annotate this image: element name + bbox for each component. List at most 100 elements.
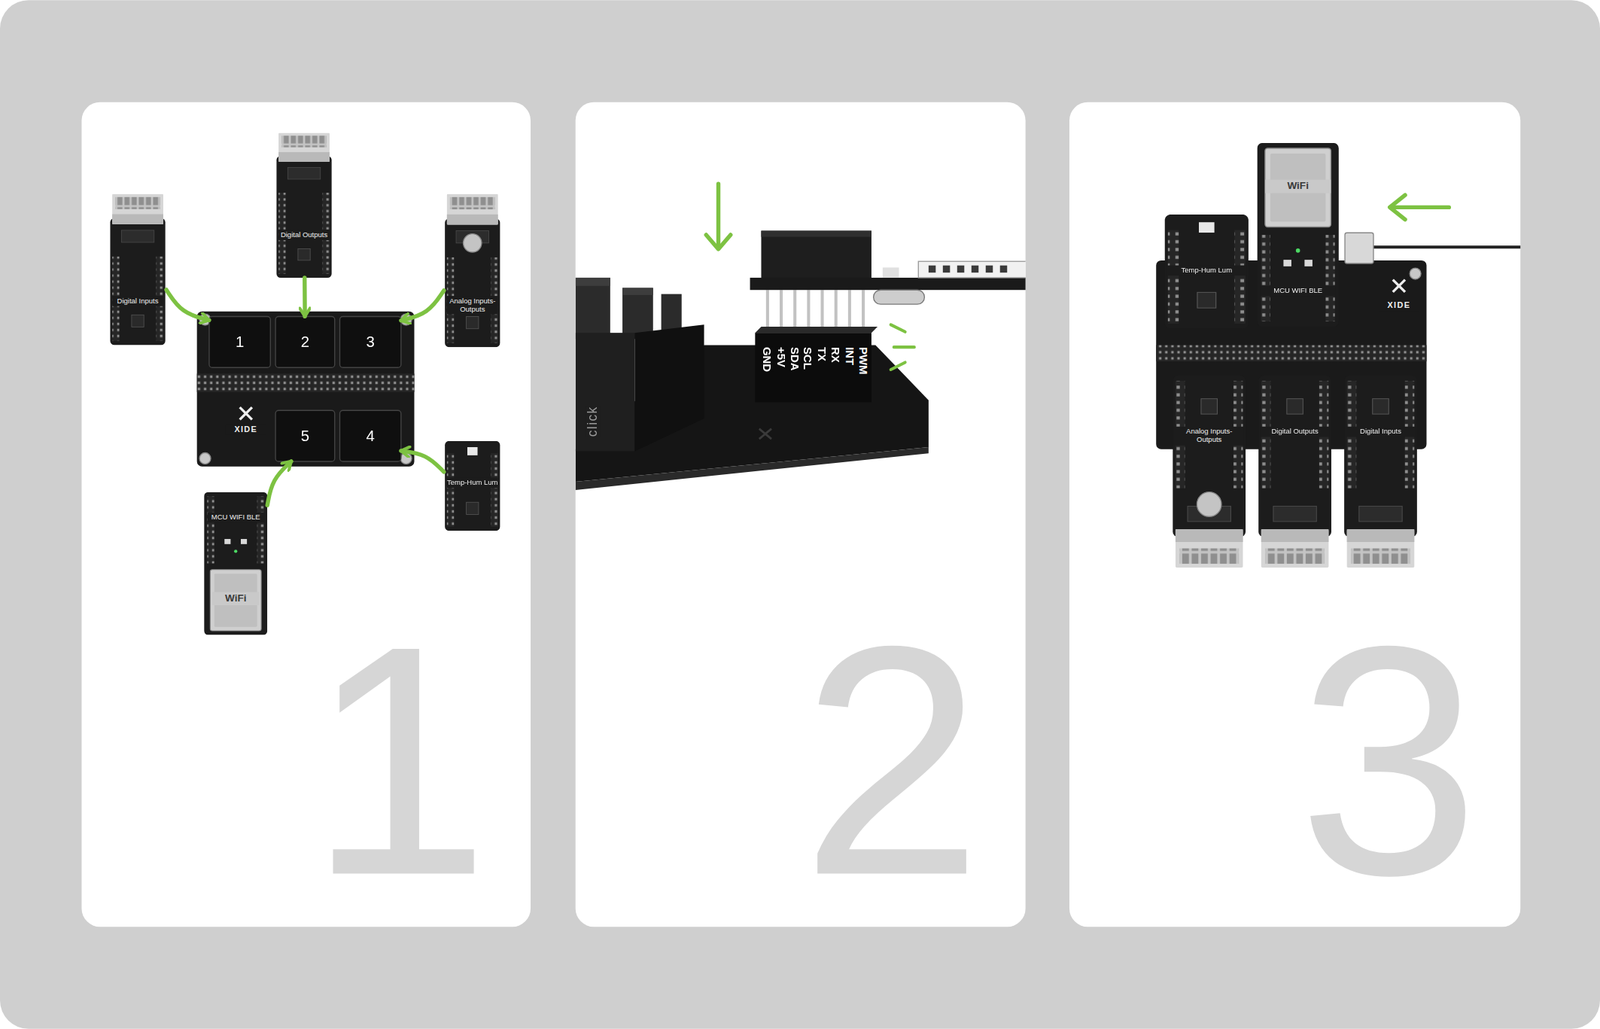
plate-edge — [575, 447, 929, 490]
pin-pads — [928, 265, 1007, 273]
module-name: MCU WIFI BLE — [206, 512, 265, 524]
brand-logo: XIDE — [225, 424, 267, 435]
panel-ground — [1069, 102, 1521, 928]
pin-strip — [918, 261, 1026, 278]
module-board: Digital Outputs — [1256, 375, 1333, 568]
mount-bolts — [199, 313, 412, 464]
panel-ground — [575, 102, 1026, 928]
assembly-arrow — [401, 290, 445, 321]
module-drawing — [1258, 375, 1332, 568]
slot-number: 1 — [209, 332, 271, 351]
step-panel: 3 XIDE Temp-Hum LumMCU WIFI BLE WiFiAnalog … — [1069, 102, 1521, 928]
pin-name: SDA — [788, 346, 801, 372]
side-board — [575, 277, 611, 339]
module-drawing — [276, 132, 332, 278]
mcu-board: MCU WIFI BLEWiFi — [203, 492, 268, 636]
joystick-knob — [463, 234, 482, 253]
module-drawing — [1256, 142, 1339, 327]
slot-number: 4 — [340, 426, 402, 445]
pin-name: RX — [830, 346, 843, 363]
female-header — [754, 332, 872, 402]
header-pins — [767, 289, 864, 327]
mikrobus-slot: 3 — [340, 316, 402, 368]
slot-number: 5 — [275, 426, 335, 445]
mikrobus-slot: 2 — [275, 316, 335, 368]
module-name: Digital Inputs — [112, 295, 164, 307]
mount-bolt — [1409, 267, 1421, 280]
module-name: Digital Inputs — [1345, 426, 1415, 438]
plug-arrow — [1391, 205, 1449, 210]
side-board — [622, 287, 654, 295]
module-drawing — [1172, 375, 1246, 568]
slot-number: 3 — [340, 332, 402, 351]
module-board: Analog Inputs-Outputs — [1171, 375, 1248, 568]
usb-plug — [1344, 232, 1374, 264]
module-name: Analog Inputs-Outputs — [447, 295, 499, 315]
step-panel: 1 Digital Inputs Digital OutputsAnalog Inp… — [81, 102, 531, 928]
module-drawing — [1165, 214, 1249, 329]
mcu-board: MCU WIFI BLE WiFi — [1256, 142, 1339, 327]
pin-name: +5V — [775, 346, 788, 368]
module-drawing — [109, 194, 165, 346]
module-board: Digital Outputs — [275, 132, 333, 278]
side-board — [575, 277, 611, 286]
module-drawing — [203, 492, 268, 636]
closeup-drawing — [575, 183, 1026, 490]
header-top — [754, 326, 878, 333]
module-name: Digital Outputs — [1259, 426, 1330, 438]
board-body — [197, 311, 415, 467]
rail — [575, 332, 636, 451]
pin-name: INT — [843, 346, 856, 366]
base-board-drawing — [197, 311, 415, 467]
plug-arrow-head — [1390, 194, 1406, 220]
module-drawing — [1344, 375, 1418, 568]
press-arrow — [716, 183, 721, 247]
assembly-arrow — [401, 450, 445, 472]
brand-mark: click — [585, 405, 600, 437]
step-number: 3 — [1298, 596, 1480, 924]
module-name: Temp-Hum Lum — [1166, 265, 1248, 277]
header-strip — [197, 373, 415, 392]
assembly-arrow — [302, 277, 308, 317]
panel-ground — [81, 102, 531, 928]
module-name: MCU WIFI BLE — [1259, 285, 1336, 297]
module-drawing — [444, 194, 500, 347]
click-marks — [891, 324, 915, 370]
base-board: XIDETemp-Hum LumMCU WIFI BLEWiFiAnalog I… — [1155, 260, 1427, 450]
step-number: 2 — [800, 596, 983, 924]
mcu-board — [750, 277, 1026, 290]
usb-cable — [1373, 245, 1521, 249]
module-name: Digital Outputs — [278, 229, 330, 241]
press-arrow-head — [705, 234, 731, 250]
step-panel: 2 — [575, 102, 1026, 928]
assembly-arrow — [267, 461, 292, 505]
module-board: Analog Inputs-Outputs — [444, 194, 502, 347]
module-header — [760, 231, 871, 238]
pin-name: GND — [761, 346, 774, 372]
chip-marking: WiFi — [1265, 179, 1331, 193]
pin-name: TX — [815, 346, 828, 362]
module-drawing — [444, 441, 500, 531]
brand-logo: XIDE — [1378, 301, 1420, 311]
component — [882, 267, 900, 278]
base-board: XIDE 123 54 — [197, 311, 415, 467]
slot-number: 2 — [275, 332, 335, 351]
step-number: 1 — [307, 596, 490, 924]
usb-connector — [873, 289, 925, 305]
logo-mark — [1393, 279, 1406, 293]
joystick-knob — [1196, 492, 1222, 518]
module-board: Temp-Hum Lum — [444, 441, 502, 531]
module-header — [760, 231, 871, 280]
connector-group — [166, 277, 445, 505]
module-board: Temp-Hum Lum — [1163, 214, 1251, 329]
module-board: Digital Inputs — [1342, 375, 1418, 568]
logo-mark — [759, 428, 772, 440]
slot-outlines — [209, 316, 402, 462]
logo-mark — [240, 407, 253, 420]
mikrobus-slot: 5 — [275, 410, 335, 462]
assembly-arrow — [166, 289, 210, 320]
mikrobus-slot: 4 — [340, 410, 402, 462]
header-strip — [1155, 344, 1427, 362]
module-name: Temp-Hum Lum — [447, 477, 499, 489]
